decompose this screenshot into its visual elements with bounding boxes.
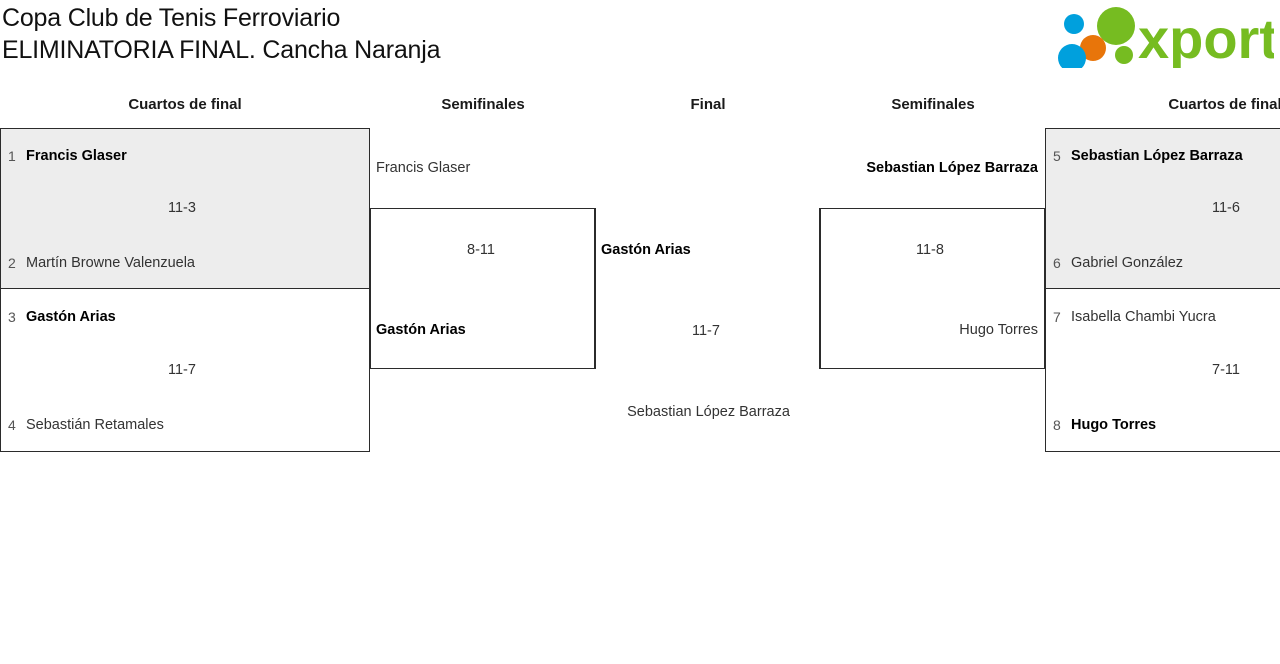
match-score: 11-3 (168, 200, 196, 216)
column-header-right-quarterfinals: Cuartos de final (1168, 96, 1280, 113)
player-name: Gastón Arias (26, 309, 116, 325)
match-box-right-qf-2[interactable] (1045, 288, 1280, 452)
player-name: Gabriel González (1071, 255, 1184, 271)
column-header-right-semifinals: Semifinales (891, 96, 975, 113)
player-row[interactable]: 5 Sebastian López Barraza (1053, 147, 1280, 165)
player-name: Hugo Torres (1071, 417, 1157, 433)
xporty-logo[interactable]: xporty (1050, 6, 1274, 68)
match-box-right-semifinal[interactable] (820, 208, 1045, 369)
player-name: Gastón Arias (601, 242, 691, 258)
seed-number: 7 (1053, 309, 1061, 325)
player-name: Martín Browne Valenzuela (26, 255, 195, 271)
player-name: Sebastian López Barraza (627, 404, 790, 420)
match-box-final[interactable] (595, 208, 820, 369)
player-row[interactable]: 1 Francis Glaser (8, 147, 348, 165)
match-score: 11-8 (916, 242, 944, 258)
column-header-final: Final (690, 96, 726, 113)
page-header: Copa Club de Tenis Ferroviario ELIMINATO… (0, 0, 1280, 92)
seed-number: 4 (8, 417, 16, 433)
player-row[interactable]: Gastón Arias (601, 241, 816, 259)
match-score: 11-7 (692, 323, 720, 339)
match-box-left-semifinal[interactable] (370, 208, 595, 369)
player-row[interactable]: Sebastian López Barraza (828, 159, 1038, 177)
player-name: Sebastián Retamales (26, 417, 164, 433)
logo-dots-icon (1058, 7, 1135, 68)
player-name: Sebastian López Barraza (1071, 148, 1243, 164)
seed-number: 1 (8, 148, 16, 164)
player-name: Francis Glaser (26, 148, 127, 164)
seed-number: 2 (8, 255, 16, 271)
logo-wordmark: xporty (1138, 7, 1274, 68)
player-row[interactable]: 6 Gabriel González (1053, 254, 1280, 272)
player-name: Sebastian López Barraza (866, 160, 1038, 176)
player-name: Isabella Chambi Yucra (1071, 309, 1216, 325)
column-header-left-quarterfinals: Cuartos de final (128, 96, 242, 113)
tournament-title: Copa Club de Tenis Ferroviario ELIMINATO… (2, 2, 440, 66)
match-score: 11-6 (1212, 200, 1240, 216)
seed-number: 8 (1053, 417, 1061, 433)
player-name: Hugo Torres (959, 322, 1038, 338)
title-line-2: ELIMINATORIA FINAL. Cancha Naranja (2, 36, 441, 64)
seed-number: 3 (8, 309, 16, 325)
player-row[interactable]: Hugo Torres (828, 321, 1038, 339)
player-name: Gastón Arias (376, 322, 466, 338)
match-score: 8-11 (467, 242, 495, 258)
player-name: Francis Glaser (376, 160, 471, 176)
player-row[interactable]: 4 Sebastián Retamales (8, 416, 348, 434)
match-box-left-qf-1[interactable] (0, 128, 370, 289)
player-row[interactable]: Sebastian López Barraza (601, 403, 816, 421)
seed-number: 6 (1053, 255, 1061, 271)
seed-number: 5 (1053, 148, 1061, 164)
player-row[interactable]: 2 Martín Browne Valenzuela (8, 254, 348, 272)
player-row[interactable]: 8 Hugo Torres (1053, 416, 1280, 434)
match-score: 11-7 (168, 362, 196, 378)
title-line-1: Copa Club de Tenis Ferroviario (2, 4, 341, 32)
column-header-left-semifinals: Semifinales (441, 96, 525, 113)
player-row[interactable]: 7 Isabella Chambi Yucra (1053, 308, 1280, 326)
match-score: 7-11 (1212, 362, 1240, 378)
player-row[interactable]: Francis Glaser (376, 159, 591, 177)
match-box-left-qf-2[interactable] (0, 288, 370, 452)
player-row[interactable]: Gastón Arias (376, 321, 591, 339)
player-row[interactable]: 3 Gastón Arias (8, 308, 348, 326)
